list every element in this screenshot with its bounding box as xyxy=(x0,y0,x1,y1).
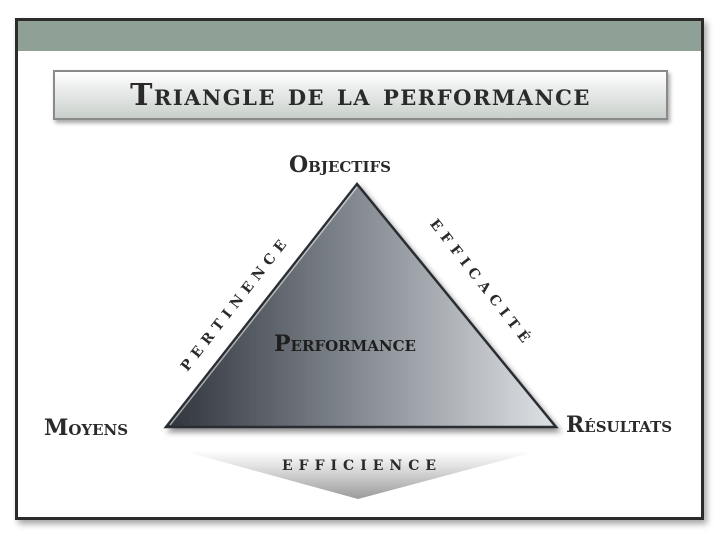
edge-label-efficience: EFFICIENCE xyxy=(282,458,442,474)
vertex-objectifs: Objectifs xyxy=(289,152,391,178)
center-label-performance: Performance xyxy=(274,331,416,357)
triangle-left-edge xyxy=(169,186,358,426)
slide-title: Triangle de la performance xyxy=(130,77,591,113)
title-box: Triangle de la performance xyxy=(53,70,668,120)
performance-triangle xyxy=(163,182,559,429)
slide-frame: Triangle de la performance PERTINENC xyxy=(15,18,704,520)
vertex-moyens: Moyens xyxy=(44,415,129,441)
triangle-diagram: PERTINENCE EFFICACITÉ EFFICIENCE xyxy=(163,182,559,499)
vertex-resultats: Résultats xyxy=(566,412,673,438)
efficience-arrow xyxy=(183,451,538,499)
top-band xyxy=(18,21,701,51)
